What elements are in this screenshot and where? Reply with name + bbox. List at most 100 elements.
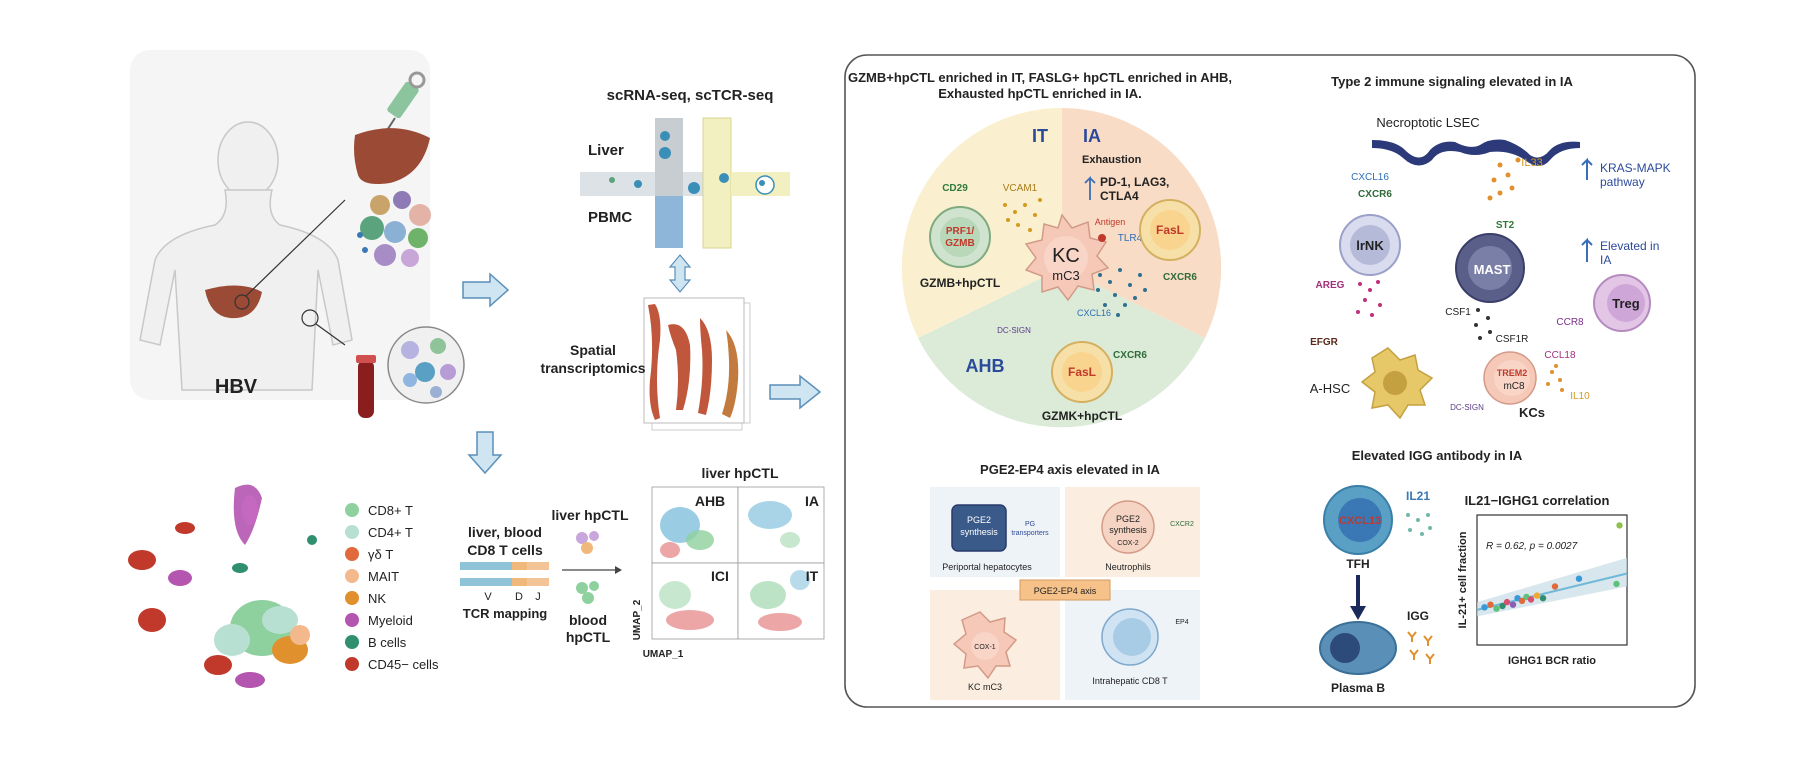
neu-pge2-2: synthesis: [1109, 525, 1147, 535]
kc-mc3-label: KC mC3: [968, 682, 1002, 692]
fasl-bottom-nucleus: [1062, 352, 1102, 392]
cxcl16-label: CXCL16: [1351, 172, 1389, 183]
v-label: V: [484, 591, 492, 603]
igg-antibodies: [1407, 631, 1435, 664]
umap-grid: [651, 486, 825, 640]
pge2-title: PGE2-EP4 axis elevated in IA: [980, 462, 1161, 477]
csf1r-label: CSF1R: [1496, 334, 1529, 345]
plasma-label: Plasma B: [1331, 681, 1385, 695]
scatter-point: [1613, 580, 1620, 588]
igg-title: Elevated IGG antibody in IA: [1352, 448, 1523, 463]
pg-transporters-2: transporters: [1011, 530, 1049, 537]
legend-swatch: [345, 525, 359, 539]
pg-transporters-1: PG: [1025, 521, 1035, 528]
umap-panel-label: IT: [806, 568, 819, 584]
left-panel: HBV: [128, 50, 510, 688]
cxcl16-dots: [1096, 268, 1147, 317]
umap-panel-label: IA: [805, 493, 819, 509]
gzmb-hpctl-label: GZMB+hpCTL: [920, 276, 1000, 290]
kras-label-2: pathway: [1600, 175, 1645, 189]
kras-up-arrow-icon: [1581, 157, 1593, 180]
circle-title-1: GZMB+hpCTL enriched in IT, FASLG+ hpCTL …: [848, 70, 1232, 85]
prf1-label: PRF1/: [946, 226, 975, 237]
cxcr6-bottom-label: CXCR6: [1113, 350, 1147, 361]
mapping-arrowhead: [615, 566, 622, 574]
gzmb-label: GZMB: [945, 238, 974, 249]
legend-swatch: [345, 591, 359, 605]
blood-tube-icon: [356, 355, 376, 418]
circle-title-2: Exhausted hpCTL enriched in IA.: [938, 86, 1141, 101]
elevated-label-1: Elevated in: [1600, 239, 1659, 253]
scatter-point: [1481, 604, 1488, 611]
legend-swatch: [345, 503, 359, 517]
ahsc-nucleus: [1383, 371, 1407, 395]
type2-subpanel: Type 2 immune signaling elevated in IA N…: [1310, 74, 1671, 420]
type2-title: Type 2 immune signaling elevated in IA: [1331, 74, 1573, 89]
ccl18-label: CCL18: [1544, 350, 1576, 361]
middle-panel: scRNA-seq, scTCR-seq Liver PBMC: [460, 87, 825, 660]
scatter-point: [1533, 592, 1541, 599]
legend-swatch: [345, 547, 359, 561]
axis-banner: [1019, 579, 1111, 601]
scatter-point: [1527, 596, 1535, 603]
treg-nucleus: [1607, 284, 1645, 322]
gzmb-nucleus: [940, 217, 980, 257]
legend-label: B cells: [368, 635, 407, 650]
cxcr2-label: CXCR2: [1170, 521, 1194, 528]
ahb-wedge: [918, 268, 1205, 428]
vcam1-label: VCAM1: [1003, 183, 1038, 194]
ahsc-label: A-HSC: [1310, 381, 1350, 396]
fasl-top-nucleus: [1150, 210, 1190, 250]
tfh-nucleus: [1338, 498, 1382, 542]
chart-y-label: IL-21+ cell fraction: [1457, 531, 1469, 628]
irnk-label: lrNK: [1356, 238, 1384, 253]
dc-sign-label: DC-SIGN: [997, 326, 1031, 335]
legend-label: Myeloid: [368, 613, 413, 628]
chart-annotation: R = 0.62, p = 0.0027: [1486, 541, 1578, 552]
spatial-label-1: Spatial: [570, 342, 616, 358]
il33-dots: [1487, 157, 1521, 201]
csf1-dots: [1474, 308, 1492, 340]
vcam-dots: [1003, 198, 1042, 232]
kc-nucleus: [1044, 236, 1088, 280]
elevated-up-arrow-icon: [1581, 237, 1593, 262]
pge2-subpanel: PGE2-EP4 axis elevated in IA PGE2 synthe…: [930, 462, 1200, 700]
blood-magnifier: [301, 309, 319, 327]
igg-label: IGG: [1407, 609, 1429, 623]
lsec-membrane: [1372, 139, 1580, 166]
chart-title: IL21−IGHG1 correlation: [1465, 493, 1610, 508]
arrow-down-1: [467, 431, 503, 475]
cxcr6-top-label: CXCR6: [1163, 272, 1197, 283]
neutrophil-cell: [1101, 500, 1155, 554]
cox1-label: COX-1: [974, 644, 996, 651]
kras-label-1: KRAS-MAPK: [1600, 161, 1671, 175]
kc-mc8-nucleus: [1494, 360, 1530, 396]
neu-pge2-1: PGE2: [1116, 514, 1140, 524]
chart-marks: [1476, 522, 1628, 617]
blood-hpctl-1: blood: [569, 612, 607, 628]
kc-mc3-nucleus: [971, 632, 999, 660]
chart-annotation-r: R = 0.62,: [1486, 541, 1530, 552]
legend-swatch: [345, 613, 359, 627]
microfluidic-chip: [580, 117, 790, 249]
umap-panel-label: ICI: [711, 568, 729, 584]
antigen-dot: [1098, 234, 1106, 242]
umap-panel-label: AHB: [695, 493, 725, 509]
legend-swatch: [345, 657, 359, 671]
liver-arrow: [245, 199, 346, 297]
cxcl13-label: CXCL13: [1339, 515, 1381, 527]
exh-genes-1: PD-1, LAG3,: [1100, 175, 1169, 189]
cell-type-legend: CD8+ T CD4+ T γδ T MAIT NK Myeloid B cel…: [345, 503, 439, 672]
st2-label: ST2: [1496, 220, 1515, 231]
tcr-bars: [460, 562, 549, 586]
mast-nucleus: [1468, 246, 1512, 290]
arrow-right-1: [462, 272, 510, 308]
legend-swatch: [345, 635, 359, 649]
cxcr6-label: CXCR6: [1358, 189, 1392, 200]
cox2-label: COX-2: [1117, 540, 1139, 547]
scatter-point: [1499, 602, 1506, 610]
areg-label: AREG: [1316, 280, 1345, 291]
liver-cells-cluster: [357, 191, 431, 267]
pge2-synthesis-1: PGE2: [967, 515, 991, 525]
il33-label: IL33: [1521, 157, 1542, 169]
